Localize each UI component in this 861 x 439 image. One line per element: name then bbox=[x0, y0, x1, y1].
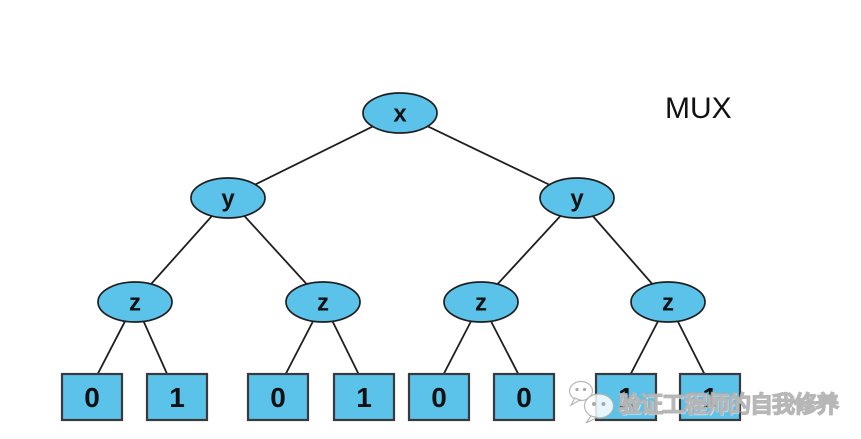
node-y-left: y bbox=[190, 177, 266, 219]
node-z4-label: z bbox=[662, 289, 674, 316]
node-z1-label: z bbox=[129, 289, 141, 316]
leaf-node-8: 1 bbox=[678, 372, 742, 422]
node-z1-ellipse bbox=[97, 281, 173, 323]
tree-edges bbox=[91, 112, 711, 386]
edge-x-y-left bbox=[227, 112, 401, 199]
node-x-ellipse bbox=[362, 92, 438, 134]
node-z1: z bbox=[97, 281, 173, 323]
leaf-node-6: 0 bbox=[492, 372, 556, 422]
edge-x-y-right bbox=[399, 112, 578, 199]
node-z2-ellipse bbox=[285, 281, 361, 323]
leaf-box-4 bbox=[332, 372, 396, 422]
leaf-value-5: 0 bbox=[431, 382, 447, 413]
leaf-box-8 bbox=[678, 372, 742, 422]
leaf-node-7: 1 bbox=[594, 372, 658, 422]
leaf-box-3 bbox=[246, 372, 310, 422]
node-x: x bbox=[362, 92, 438, 134]
leaf-value-4: 1 bbox=[356, 382, 372, 413]
leaf-value-2: 1 bbox=[169, 382, 185, 413]
leaf-node-4: 1 bbox=[332, 372, 396, 422]
node-x-label: x bbox=[393, 100, 407, 127]
leaf-value-6: 0 bbox=[516, 382, 532, 413]
node-y-left-label: y bbox=[221, 185, 235, 212]
node-z3-ellipse bbox=[443, 281, 519, 323]
leaf-node-2: 1 bbox=[145, 372, 209, 422]
node-y-right: y bbox=[539, 177, 615, 219]
mux-title: MUX bbox=[665, 92, 732, 125]
leaf-value-1: 0 bbox=[84, 382, 100, 413]
node-z3: z bbox=[443, 281, 519, 323]
node-y-right-ellipse bbox=[539, 177, 615, 219]
leaf-value-7: 1 bbox=[618, 382, 634, 413]
node-y-left-ellipse bbox=[190, 177, 266, 219]
leaf-box-5 bbox=[407, 372, 471, 422]
node-z2: z bbox=[285, 281, 361, 323]
leaf-node-3: 0 bbox=[246, 372, 310, 422]
node-z4-ellipse bbox=[630, 281, 706, 323]
node-z4: z bbox=[630, 281, 706, 323]
leaf-box-1 bbox=[60, 372, 124, 422]
leaf-value-3: 0 bbox=[270, 382, 286, 413]
leaf-value-8: 1 bbox=[702, 382, 718, 413]
leaf-node-5: 0 bbox=[407, 372, 471, 422]
node-y-right-label: y bbox=[570, 185, 584, 212]
leaf-box-2 bbox=[145, 372, 209, 422]
node-z3-label: z bbox=[475, 289, 487, 316]
leaf-box-6 bbox=[492, 372, 556, 422]
node-z2-label: z bbox=[317, 289, 329, 316]
leaf-node-1: 0 bbox=[60, 372, 124, 422]
